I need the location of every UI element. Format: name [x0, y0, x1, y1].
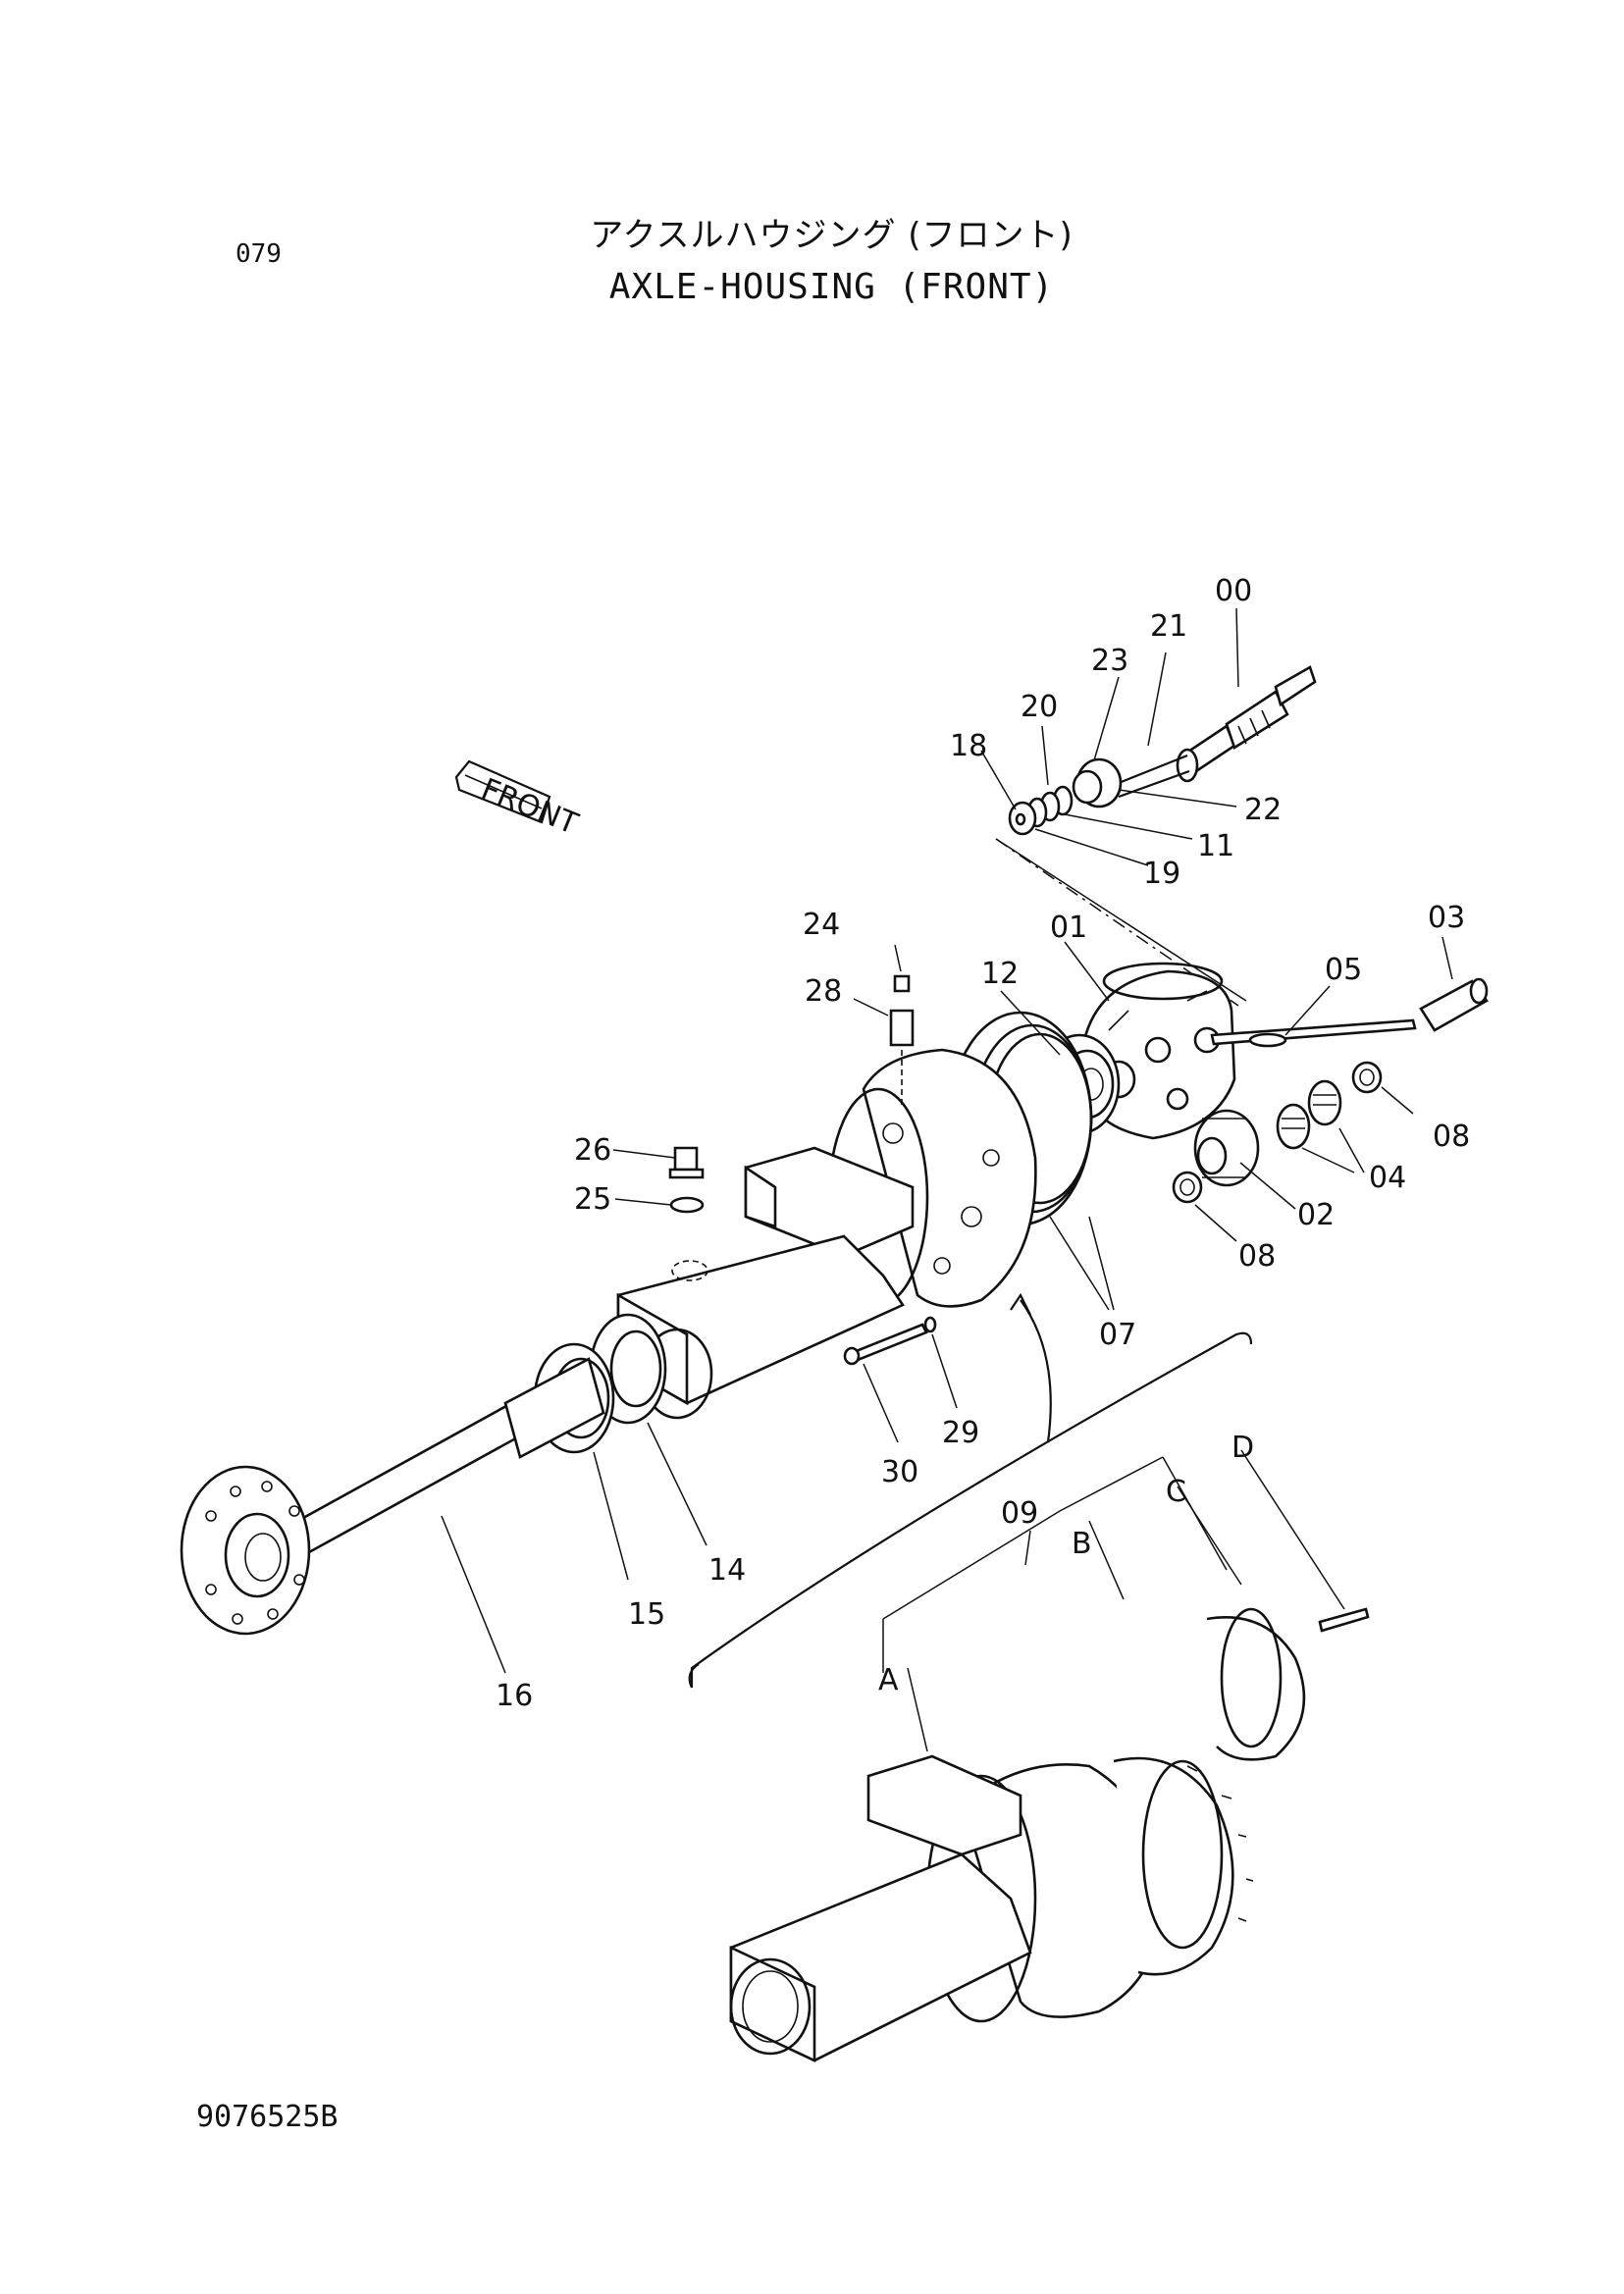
- callout-03: 03: [1428, 901, 1465, 935]
- needle-bearings: [1276, 1079, 1342, 1150]
- pin-03: [1419, 977, 1489, 1032]
- callout-26: 26: [574, 1133, 611, 1168]
- thrust-washer-right: [1351, 1061, 1383, 1094]
- thrust-washer-lower: [1172, 1171, 1203, 1204]
- callout-11: 11: [1197, 829, 1234, 863]
- axle-shaft: [180, 1357, 605, 1636]
- o-ring-25: [669, 1196, 705, 1214]
- callout-30: 30: [881, 1455, 918, 1489]
- callout-18: 18: [950, 729, 987, 763]
- pinion-shaft: [1176, 665, 1317, 783]
- title-japanese: アクスルハウジング (フロント): [590, 216, 1074, 255]
- callout-02: 02: [1297, 1198, 1335, 1232]
- axle-housing: [616, 1048, 1037, 1420]
- title-english: AXLE-HOUSING (FRONT): [608, 267, 1055, 307]
- callout-09: 09: [1001, 1496, 1038, 1531]
- callout-12: 12: [981, 957, 1019, 991]
- leader-lines: [441, 607, 1453, 1752]
- callout-D: D: [1231, 1431, 1254, 1465]
- housing-subassembly: [729, 1607, 1370, 2063]
- front-arrow-label: FRONT: [476, 772, 583, 842]
- plug-24: [893, 974, 911, 993]
- callout-00: 00: [1215, 574, 1252, 608]
- washer-29: [923, 1316, 937, 1333]
- page-code: 079: [236, 239, 282, 269]
- callout-25: 25: [574, 1182, 611, 1217]
- callout-05: 05: [1325, 953, 1362, 987]
- callout-15: 15: [628, 1597, 665, 1632]
- callout-28: 28: [805, 974, 842, 1009]
- callout-C: C: [1166, 1475, 1186, 1509]
- callout-A: A: [878, 1663, 899, 1697]
- adapter-28: [889, 1009, 915, 1109]
- callout-B: B: [1072, 1527, 1092, 1561]
- callout-19: 19: [1143, 857, 1180, 891]
- callout-29: 29: [942, 1416, 979, 1450]
- planet-gear: [1193, 1109, 1260, 1187]
- callout-20: 20: [1021, 690, 1058, 724]
- callout-01: 01: [1050, 911, 1087, 945]
- callout-08-lower: 08: [1238, 1239, 1276, 1274]
- callout-21: 21: [1150, 609, 1187, 644]
- callout-24: 24: [803, 908, 840, 942]
- callout-22: 22: [1244, 793, 1282, 827]
- bolt-30: [843, 1323, 928, 1366]
- callout-23: 23: [1091, 644, 1128, 678]
- drawing-code: 9076525B: [196, 2100, 339, 2134]
- plug-26: [668, 1146, 705, 1179]
- callout-08-right: 08: [1433, 1120, 1470, 1154]
- shim-stack: [1008, 757, 1123, 836]
- front-arrow-icon: FRONT: [454, 759, 583, 842]
- planet-carrier: [1082, 962, 1236, 1140]
- callout-04: 04: [1369, 1161, 1406, 1195]
- callout-14: 14: [708, 1553, 746, 1588]
- callout-16: 16: [496, 1679, 533, 1713]
- callout-07: 07: [1099, 1318, 1136, 1352]
